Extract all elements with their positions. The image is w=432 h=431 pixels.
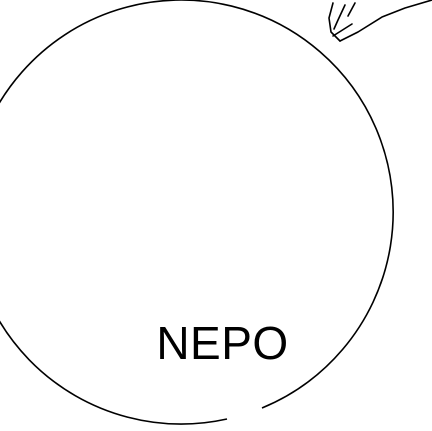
circle-label: NEPO	[0, 313, 432, 373]
pencil-tip-icon	[329, 0, 432, 41]
